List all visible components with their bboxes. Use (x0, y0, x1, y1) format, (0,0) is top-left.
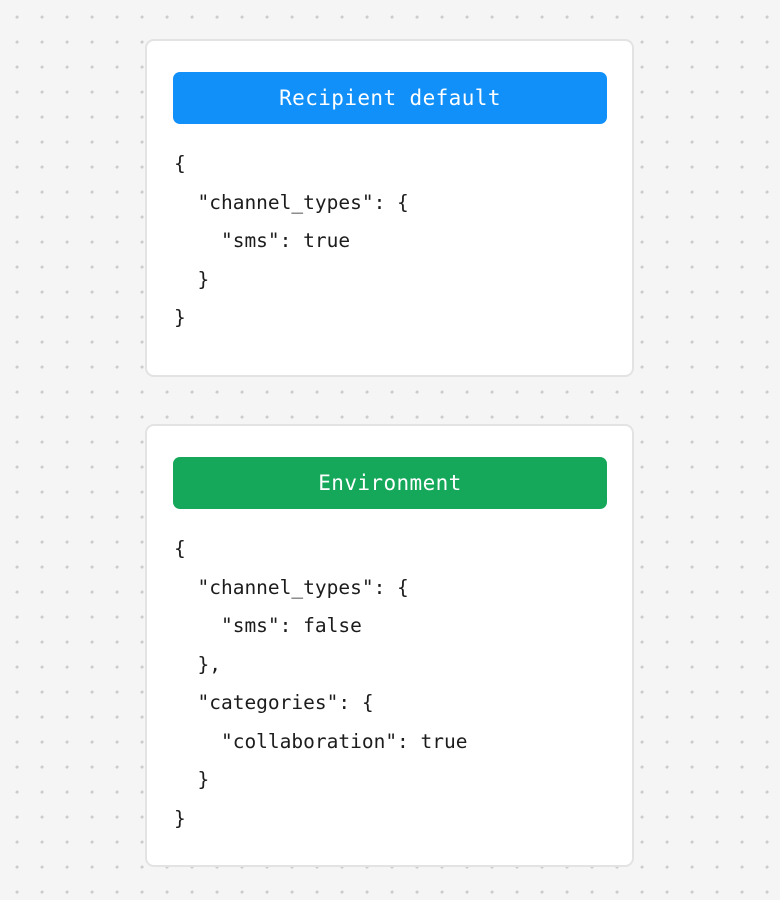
code-block-recipient-default: { "channel_types": { "sms": true } } (174, 152, 409, 329)
card-environment: Environment { "channel_types": { "sms": … (145, 424, 634, 867)
card-title-environment: Environment (318, 470, 462, 495)
card-header-recipient-default: Recipient default (173, 72, 607, 124)
card-header-environment: Environment (173, 457, 607, 509)
card-recipient-default: Recipient default { "channel_types": { "… (145, 39, 634, 377)
code-block-environment: { "channel_types": { "sms": false }, "ca… (174, 537, 468, 830)
card-title-recipient-default: Recipient default (279, 85, 501, 110)
